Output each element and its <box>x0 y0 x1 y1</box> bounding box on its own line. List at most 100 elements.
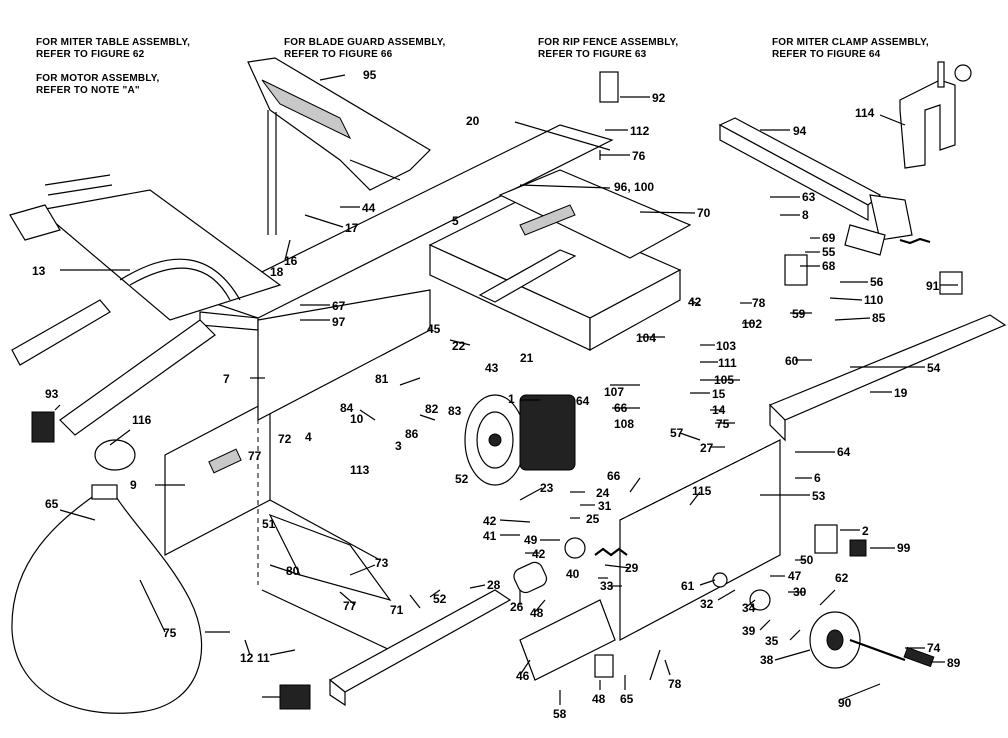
part-label: 42 <box>483 514 497 528</box>
part-label: 48 <box>592 692 606 706</box>
part-label: 4 <box>305 430 312 444</box>
part-label: 108 <box>614 417 634 431</box>
part-label: 78 <box>668 677 682 691</box>
rip-fence-drawing <box>718 117 931 256</box>
part-label: 68 <box>822 259 836 273</box>
part-label: 20 <box>466 114 480 128</box>
part-label: 74 <box>927 641 941 655</box>
arbor-drawing <box>513 537 935 669</box>
part-label: 49 <box>524 533 538 547</box>
part-label: 15 <box>712 387 726 401</box>
part-label: 84 <box>340 401 354 415</box>
part-label: 116 <box>132 413 152 427</box>
part-label: 27 <box>700 441 714 455</box>
part-label: 46 <box>516 669 530 683</box>
part-label: 2 <box>862 524 869 538</box>
part-label: 58 <box>553 707 567 721</box>
part-label: 89 <box>947 656 961 670</box>
part-label: 13 <box>32 264 46 278</box>
part-label: 65 <box>620 692 634 706</box>
part-label: 39 <box>742 624 756 638</box>
part-label: 52 <box>433 592 447 606</box>
part-label: 6 <box>814 471 821 485</box>
part-label: 25 <box>586 512 600 526</box>
part-label: 19 <box>894 386 908 400</box>
part-label: 80 <box>286 564 300 578</box>
note-blade-guard: FOR BLADE GUARD ASSEMBLY, REFER TO FIGUR… <box>284 37 446 60</box>
note-rip-fence: FOR RIP FENCE ASSEMBLY, REFER TO FIGURE … <box>538 37 679 60</box>
part-label: 11 <box>257 651 270 665</box>
part-label: 53 <box>812 489 826 503</box>
part-label: 81 <box>375 372 389 386</box>
part-label: 73 <box>375 556 389 570</box>
part-label: 66 <box>614 401 628 415</box>
part-label: 38 <box>760 653 774 667</box>
part-label: 114 <box>855 106 875 120</box>
part-label: 96, 100 <box>614 180 654 194</box>
part-label: 107 <box>604 385 624 399</box>
part-label: 103 <box>716 339 736 353</box>
bracket-drawing <box>31 71 963 710</box>
part-label: 66 <box>607 469 621 483</box>
part-label: 18 <box>270 265 284 279</box>
rear-left-rail-drawing <box>11 299 216 436</box>
part-label: 28 <box>487 578 501 592</box>
part-label: 43 <box>485 361 499 375</box>
part-label: 21 <box>520 351 534 365</box>
part-label: 77 <box>343 599 357 613</box>
part-label: 86 <box>405 427 419 441</box>
part-label: 110 <box>864 293 884 307</box>
miter-table-drawing <box>9 174 282 321</box>
part-label: 95 <box>363 68 377 82</box>
part-label: 5 <box>452 214 459 228</box>
part-label: 75 <box>716 417 730 431</box>
part-label: 16 <box>284 254 298 268</box>
part-label: 82 <box>425 402 439 416</box>
part-label: 7 <box>223 372 230 386</box>
part-label: 65 <box>45 497 59 511</box>
part-label: 64 <box>576 394 590 408</box>
part-label: 71 <box>390 603 404 617</box>
part-label: 112 <box>630 124 650 138</box>
part-label: 105 <box>714 373 734 387</box>
part-label: 78 <box>752 296 766 310</box>
part-label: 76 <box>632 149 646 163</box>
blade-guard-drawing <box>247 57 431 235</box>
part-label: 83 <box>448 404 462 418</box>
part-label: 35 <box>765 634 779 648</box>
part-label: 1 <box>508 392 515 406</box>
part-label: 70 <box>697 206 711 220</box>
part-label: 102 <box>742 317 762 331</box>
part-label: 93 <box>45 387 59 401</box>
part-label: 29 <box>625 561 639 575</box>
base-cabinet-drawing <box>164 289 781 651</box>
part-label: 50 <box>800 553 814 567</box>
part-label: 69 <box>822 231 836 245</box>
motor-drawing <box>464 394 576 486</box>
part-label: 92 <box>652 91 666 105</box>
table-top-drawing <box>428 169 692 352</box>
part-label: 40 <box>566 567 580 581</box>
part-label: 54 <box>927 361 941 375</box>
part-label: 23 <box>540 481 554 495</box>
part-label: 113 <box>350 463 370 477</box>
part-label: 85 <box>872 311 886 325</box>
part-label: 24 <box>596 486 610 500</box>
part-label: 48 <box>530 606 544 620</box>
part-label: 91 <box>926 279 940 293</box>
part-label: 104 <box>636 331 656 345</box>
part-label: 64 <box>837 445 851 459</box>
dust-bag-drawing <box>11 484 203 714</box>
part-label: 72 <box>278 432 292 446</box>
part-label: 12 <box>240 651 254 665</box>
part-label: 59 <box>792 307 806 321</box>
part-label: 31 <box>598 499 612 513</box>
part-label: 61 <box>681 579 695 593</box>
part-label: 9 <box>130 478 137 492</box>
part-label: 97 <box>332 315 346 329</box>
part-label: 44 <box>362 201 376 215</box>
part-label: 8 <box>802 208 809 222</box>
part-label: 99 <box>897 541 911 555</box>
part-label: 26 <box>510 600 524 614</box>
